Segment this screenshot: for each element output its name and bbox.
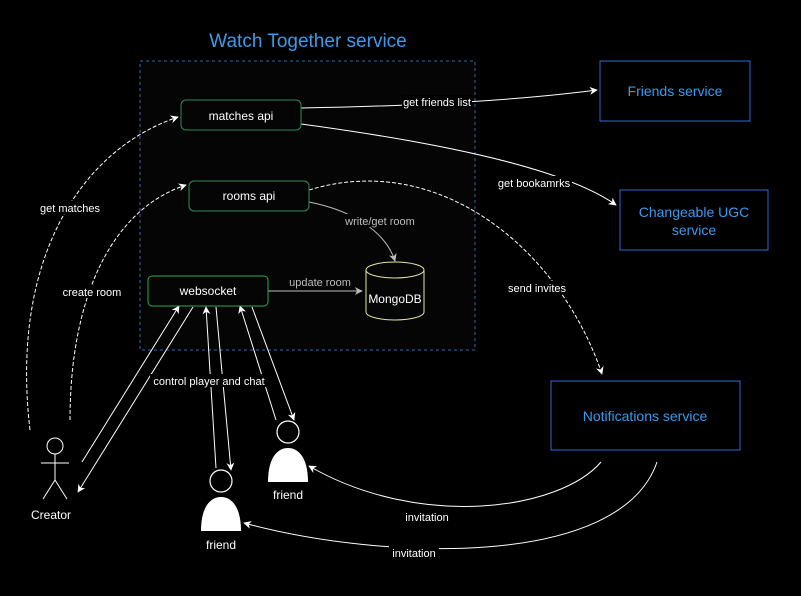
edge-label-get-friends-list: get friends list xyxy=(402,95,472,109)
edge-send-invites xyxy=(308,180,604,375)
mongodb-label: MongoDB xyxy=(368,292,421,306)
friends-service-label: Friends service xyxy=(628,83,723,99)
edge-label-update-room-text: update room xyxy=(289,277,351,289)
friend-user-icon-2 xyxy=(268,420,308,482)
edge-friend1-to-websocket xyxy=(202,306,217,469)
edge-label-create-room-text: create room xyxy=(63,287,122,299)
edge-label-get-matches-text: get matches xyxy=(40,203,100,215)
edge-label-create-room: create room xyxy=(60,285,124,299)
friend-label-1: friend xyxy=(206,538,236,552)
edge-invitation-friend2 xyxy=(308,461,602,507)
notifications-service-box: Notifications service xyxy=(550,380,741,451)
rooms-api-box: rooms api xyxy=(188,180,310,212)
edge-label-control-player-and-chat-text: control player and chat xyxy=(153,376,264,388)
edge-label-invitation-friend1: invitation xyxy=(389,546,439,560)
edge-label-invitation-friend1-text: invitation xyxy=(392,548,435,560)
edge-label-update-room: update room xyxy=(287,275,353,289)
edge-friend2-to-websocket xyxy=(238,305,277,421)
matches-api-label: matches api xyxy=(209,109,274,123)
websocket-box: websocket xyxy=(147,275,269,307)
edge-creator-to-websocket xyxy=(81,305,180,463)
edge-invitation-friend1 xyxy=(243,461,658,550)
friends-service-box: Friends service xyxy=(599,60,751,122)
friend-user-icon-1 xyxy=(201,469,241,531)
edge-label-send-invites: send invites xyxy=(505,281,569,295)
friend-label-2: friend xyxy=(273,488,303,502)
edge-label-get-bookmarks-text: get bookamrks xyxy=(498,178,571,190)
creator-actor-icon xyxy=(41,437,69,500)
edge-label-write-get-room-text: write/get room xyxy=(344,216,415,228)
edge-label-control-player-and-chat: control player and chat xyxy=(150,374,268,388)
edge-get-bookmarks xyxy=(300,123,617,206)
ugc-service-label-line1: Changeable UGC xyxy=(639,204,750,220)
edge-label-invitation-friend2: invitation xyxy=(402,510,452,524)
websocket-label: websocket xyxy=(179,284,237,298)
edge-label-get-friends-list-text: get friends list xyxy=(403,97,471,109)
edge-create-room xyxy=(69,183,187,421)
edge-label-get-matches: get matches xyxy=(37,201,103,215)
edge-websocket-to-friend2 xyxy=(251,306,296,421)
edge-label-get-bookmarks: get bookamrks xyxy=(496,176,572,190)
edge-label-write-get-room: write/get room xyxy=(343,214,417,228)
creator-label: Creator xyxy=(31,508,71,522)
mongodb-cylinder: MongoDB xyxy=(365,261,425,321)
edge-get-matches xyxy=(26,115,179,431)
rooms-api-label: rooms api xyxy=(223,189,276,203)
notifications-service-label: Notifications service xyxy=(583,408,708,424)
edge-label-invitation-friend2-text: invitation xyxy=(405,512,448,524)
edge-label-send-invites-text: send invites xyxy=(508,283,567,295)
ugc-service-label-line2: service xyxy=(672,222,717,238)
edge-websocket-to-friend1 xyxy=(215,306,235,471)
ugc-service-box: Changeable UGC service xyxy=(619,189,769,251)
diagram-title: Watch Together service xyxy=(209,31,406,52)
matches-api-box: matches api xyxy=(180,99,302,131)
edge-websocket-to-creator xyxy=(77,306,194,493)
